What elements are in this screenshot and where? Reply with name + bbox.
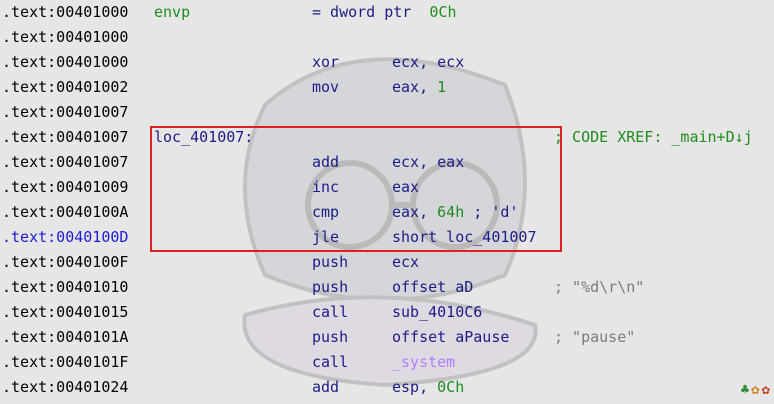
comment: ; CODE XREF: _main+D↓j <box>554 128 753 146</box>
address: .text:00401000 <box>2 3 129 21</box>
address: .text:00401015 <box>2 303 129 321</box>
mnemonic: add <box>312 378 340 396</box>
code-line[interactable]: .text:00401002 mov eax, 1 <box>2 75 772 100</box>
operands[interactable]: eax <box>392 178 420 196</box>
code-line[interactable]: .text:00401010 push offset aD ; "%d\r\n" <box>2 275 772 300</box>
code-line[interactable]: .text:00401000 envp = dword ptr 0Ch <box>2 0 772 25</box>
address: .text:00401002 <box>2 78 129 96</box>
address: .text:00401007 <box>2 153 129 171</box>
operands[interactable]: _system <box>392 353 456 371</box>
operands[interactable]: eax, 64h ; 'd' <box>392 203 519 221</box>
address: .text:00401000 <box>2 53 129 71</box>
code-line[interactable]: .text:00401007 add ecx, eax <box>2 150 772 175</box>
operands[interactable]: esp, 0Ch <box>392 378 465 396</box>
address: .text:0040100A <box>2 203 129 221</box>
operands[interactable]: offset aD <box>392 278 474 296</box>
code-line[interactable]: .text:0040100F push ecx <box>2 250 772 275</box>
code-line[interactable]: .text:0040101F call _system <box>2 350 772 375</box>
mnemonic: push <box>312 328 349 346</box>
code-line[interactable]: .text:00401024 add esp, 0Ch <box>2 375 772 400</box>
mnemonic: call <box>312 353 349 371</box>
operands[interactable]: eax, 1 <box>392 78 447 96</box>
address: .text:0040100D <box>2 228 129 246</box>
address: .text:00401000 <box>2 28 129 46</box>
comment: ; "pause" <box>554 328 636 346</box>
mascot-corner-icon: ♣✿✿ <box>740 382 770 398</box>
mnemonic: inc <box>312 178 340 196</box>
mnemonic: xor <box>312 53 340 71</box>
operands[interactable]: ecx <box>392 253 420 271</box>
highlight-box <box>150 126 562 252</box>
address: .text:00401024 <box>2 378 129 396</box>
address: .text:0040101A <box>2 328 129 346</box>
code-label[interactable]: envp <box>154 3 191 21</box>
address: .text:00401007 <box>2 128 129 146</box>
operands[interactable]: ecx, eax <box>392 153 465 171</box>
address: .text:0040101F <box>2 353 129 371</box>
code-line[interactable]: .text:00401015 call sub_4010C6 <box>2 300 772 325</box>
code-line[interactable]: .text:00401000 xor ecx, ecx <box>2 50 772 75</box>
code-line[interactable]: .text:0040101A push offset aPause ; "pause" <box>2 325 772 350</box>
code-line[interactable]: .text:0040100D jle short loc_401007 <box>2 225 772 250</box>
code-line[interactable]: .text:00401009 inc eax <box>2 175 772 200</box>
code-line[interactable]: .text:00401007 <box>2 100 772 125</box>
code-line[interactable]: .text:00401000 <box>2 25 772 50</box>
address: .text:0040100F <box>2 253 129 271</box>
address: .text:00401010 <box>2 278 129 296</box>
operands[interactable]: = dword ptr 0Ch <box>312 3 457 21</box>
mnemonic: jle <box>312 228 340 246</box>
operands[interactable]: ecx, ecx <box>392 53 465 71</box>
operands[interactable]: sub_4010C6 <box>392 303 483 321</box>
code-line[interactable]: .text:00401007 loc_401007: ; CODE XREF: _m… <box>2 125 772 150</box>
operands[interactable]: short loc_401007 <box>392 228 537 246</box>
mnemonic: add <box>312 153 340 171</box>
address: .text:00401007 <box>2 103 129 121</box>
mnemonic: call <box>312 303 349 321</box>
operands[interactable]: offset aPause <box>392 328 510 346</box>
comment: ; "%d\r\n" <box>554 278 645 296</box>
mnemonic: cmp <box>312 203 340 221</box>
mnemonic: push <box>312 278 349 296</box>
mnemonic: push <box>312 253 349 271</box>
code-line[interactable]: .text:0040100A cmp eax, 64h ; 'd' <box>2 200 772 225</box>
code-label[interactable]: loc_401007: <box>154 128 254 146</box>
mnemonic: mov <box>312 78 340 96</box>
address: .text:00401009 <box>2 178 129 196</box>
